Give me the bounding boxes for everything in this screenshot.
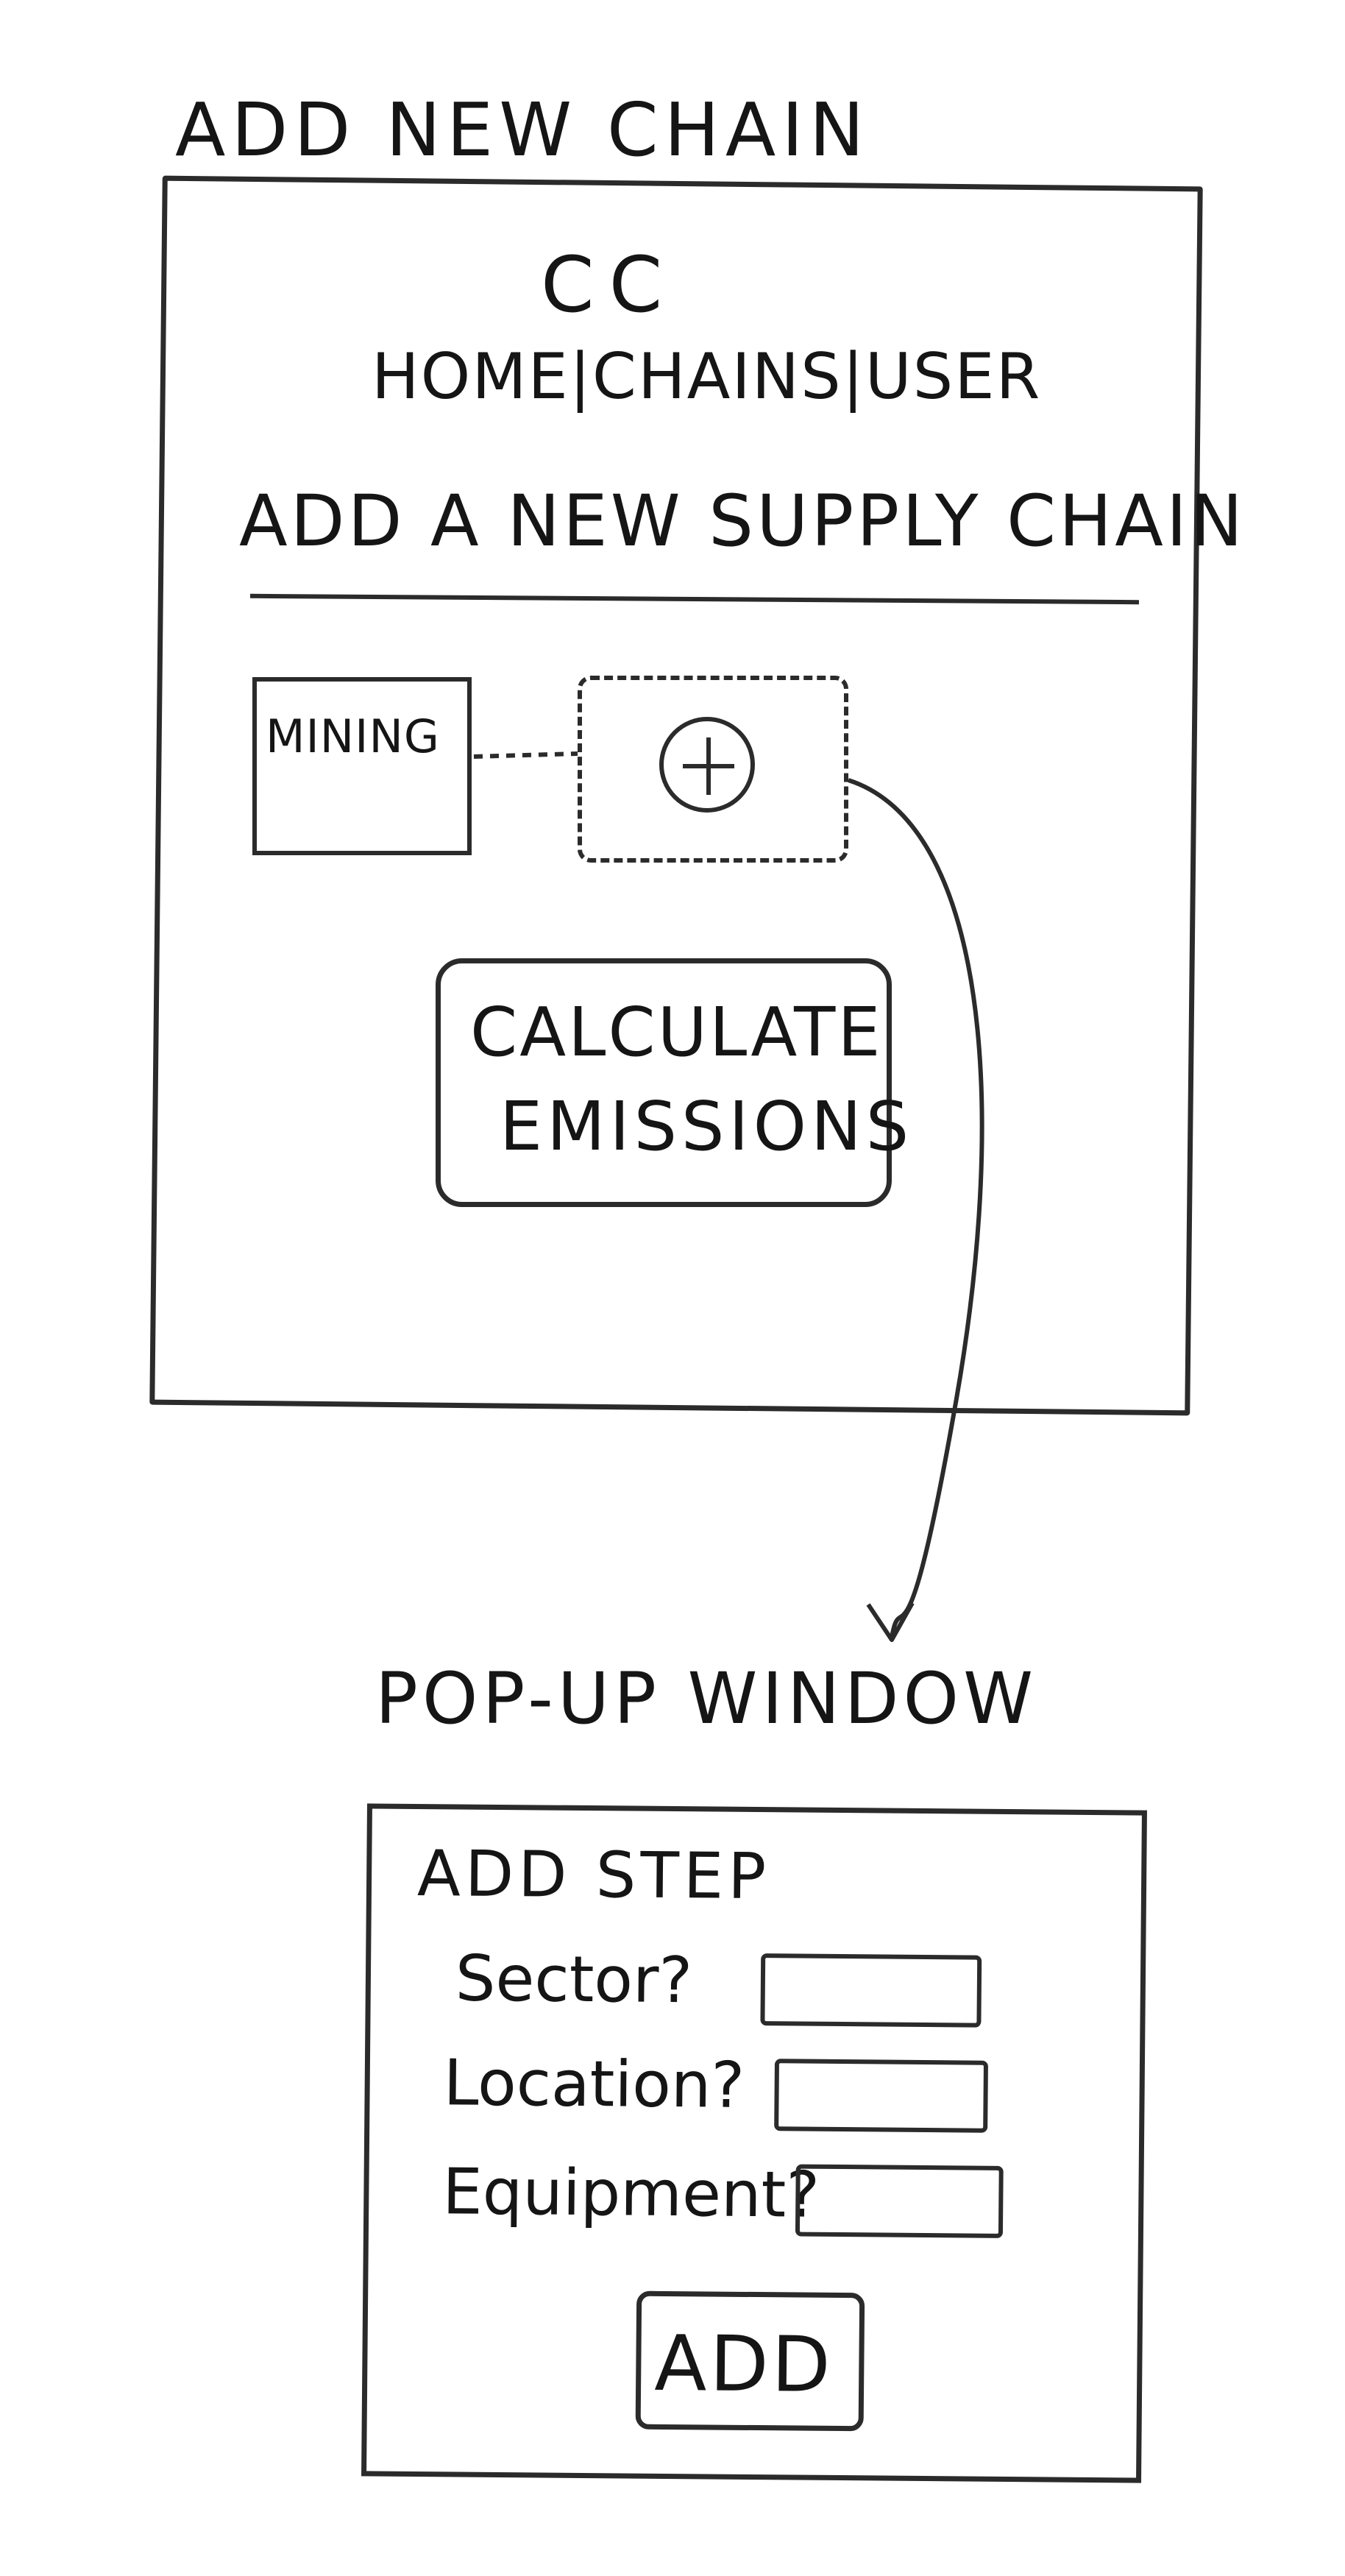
step-connector-dotted-line (473, 751, 578, 759)
calculate-emissions-label-line1: CALCULATE (470, 993, 883, 1072)
location-field-label: Location? (443, 2046, 745, 2123)
calculate-emissions-label-line2: EMISSIONS (500, 1087, 914, 1166)
sketch-title-add-new-chain: ADD NEW CHAIN (175, 87, 870, 173)
nav-item-home[interactable]: HOME (372, 340, 569, 414)
add-step-button-label: ADD (653, 2318, 834, 2410)
location-input[interactable] (774, 2059, 988, 2133)
add-step-slot[interactable] (578, 676, 848, 863)
popup-arrow-line (848, 778, 984, 1638)
nav-item-chains[interactable]: CHAINS (592, 340, 842, 414)
top-nav: HOME|CHAINS|USER (372, 340, 1041, 414)
sketch-title-popup-window: POP-UP WINDOW (375, 1657, 1037, 1740)
nav-item-user[interactable]: USER (865, 340, 1042, 414)
chain-step-label: MINING (266, 710, 440, 763)
equipment-field-label: Equipment? (441, 2155, 820, 2232)
popup-arrow-head (866, 1602, 915, 1642)
add-step-popup: ADD STEP Sector? Location? Equipment? AD… (361, 1803, 1147, 2483)
chain-step-card[interactable]: MINING (252, 677, 472, 855)
plus-circle-icon[interactable] (659, 717, 755, 813)
popup-title: ADD STEP (416, 1836, 771, 1914)
app-logo[interactable]: CC (541, 240, 678, 330)
equipment-input[interactable] (795, 2164, 1004, 2238)
calculate-emissions-button[interactable]: CALCULATE EMISSIONS (436, 958, 909, 1207)
sector-input[interactable] (760, 1953, 982, 2028)
nav-separator: | (569, 340, 592, 414)
page-title: ADD A NEW SUPPLY CHAIN (239, 480, 1246, 562)
nav-separator: | (842, 340, 865, 414)
sector-field-label: Sector? (455, 1942, 693, 2018)
add-step-button[interactable]: ADD (635, 2290, 865, 2432)
